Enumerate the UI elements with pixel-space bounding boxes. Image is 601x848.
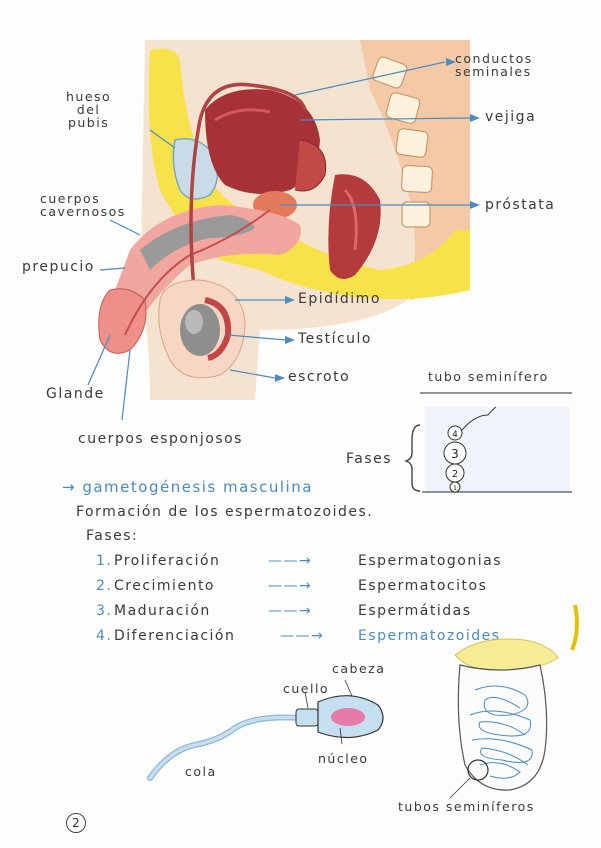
label-testiculo: Testículo (298, 332, 372, 347)
label-escroto: escroto (288, 370, 350, 385)
phase-arrow-icon: ——→ (268, 603, 312, 619)
phase-name: Proliferación (114, 553, 220, 569)
phase-num: 4. (96, 628, 112, 644)
label-cola: cola (185, 765, 217, 778)
phase-row-2: 2. Crecimiento ——→ Espermatocitos (96, 578, 516, 598)
phase-num: 1. (96, 553, 112, 569)
gametogenesis-subtitle: Formación de los espermatozoides. (76, 505, 373, 520)
phase-arrow-icon: ——→ (280, 628, 324, 644)
label-cuerpos-esponjosos: cuerpos esponjosos (78, 432, 243, 447)
stage-label-3: 3 (451, 447, 459, 461)
label-conductos-line2: seminales (455, 65, 533, 78)
phase-arrow-icon: ——→ (268, 553, 312, 569)
sperm-neck (296, 709, 318, 726)
phase-num: 2. (96, 578, 112, 594)
label-conductos-seminales: conductos seminales (455, 52, 533, 78)
page-number-text: 2 (72, 816, 80, 830)
gametogenesis-heading: → gametogénesis masculina (62, 480, 313, 496)
sperm-diagram (140, 660, 400, 790)
heading-arrow-icon: → (62, 478, 82, 496)
stage-label-4: 4 (452, 430, 458, 440)
phase-result: Espermatogonias (358, 553, 502, 569)
label-glande: Glande (46, 387, 105, 402)
gametogenesis-heading-text: gametogénesis masculina (82, 478, 313, 496)
phase-num: 3. (96, 603, 112, 619)
phase-name: Maduración (114, 603, 211, 619)
phase-result: Espermatocitos (358, 578, 487, 594)
label-prepucio: prepucio (22, 260, 95, 275)
page-number: 2 (66, 813, 86, 833)
phase-row-1: 1. Proliferación ——→ Espermatogonias (96, 553, 516, 573)
sperm-nucleus (331, 708, 365, 726)
stage-label-2: 2 (452, 469, 458, 480)
label-tubo-seminifero: tubo seminífero (428, 370, 549, 383)
label-cabeza: cabeza (332, 662, 385, 675)
label-cuerpos-cavernosos: cuerpos cavernosos (40, 192, 126, 218)
phase-name: Crecimiento (114, 578, 215, 594)
label-epididimo: Epidídimo (298, 292, 381, 307)
label-vejiga: vejiga (485, 110, 536, 125)
gametogenesis-fases-label: Fases: (86, 529, 138, 544)
label-cuello: cuello (283, 682, 329, 695)
label-cavernosos-line2: cavernosos (40, 205, 126, 218)
phase-arrow-icon: ——→ (268, 578, 312, 594)
stage-label-1: 1 (453, 485, 457, 492)
label-prostata: próstata (485, 198, 555, 213)
tubo-seminifero-diagram: 4 3 2 1 (340, 385, 580, 500)
phase-name: Diferenciación (114, 628, 235, 644)
label-fases-tubo: Fases (346, 452, 392, 467)
label-nucleo: núcleo (318, 752, 369, 765)
label-hueso-line3: pubis (66, 116, 111, 129)
label-tubos-seminiferos: tubos seminíferos (398, 800, 535, 813)
testis-diagram (440, 600, 590, 805)
label-hueso-del-pubis: hueso del pubis (66, 90, 111, 129)
